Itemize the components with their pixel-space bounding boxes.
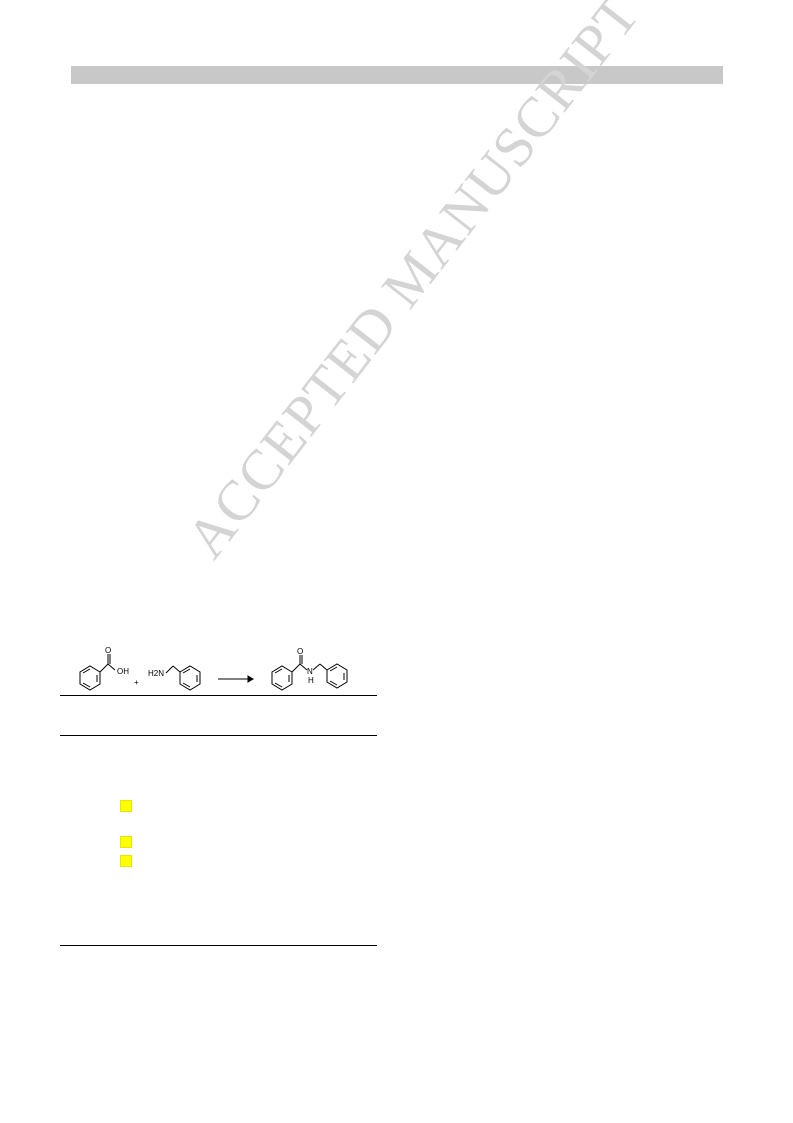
product-oxygen-label: O <box>297 647 303 656</box>
table-bottom-rule <box>60 945 377 946</box>
benzylamine-structure <box>165 665 201 691</box>
acid-oh-label: OH <box>117 667 129 676</box>
highlight-marker <box>120 855 132 867</box>
acid-oxygen-label: O <box>105 646 111 655</box>
product-n-label: N <box>307 667 313 676</box>
watermark: ACCEPTED MANUSCRIPT <box>174 0 653 570</box>
product-h-label: H <box>308 676 314 685</box>
table-top-rule <box>60 695 377 696</box>
benzoic-acid-structure <box>79 654 116 691</box>
plus-sign: + <box>134 678 139 687</box>
reaction-arrow <box>218 675 254 683</box>
product-structure <box>271 655 348 691</box>
reaction-scheme: O OH + H2N O N H <box>79 646 348 691</box>
amine-label: H2N <box>148 669 164 678</box>
table-header-rule <box>60 735 377 736</box>
highlight-marker <box>120 836 132 848</box>
highlight-marker <box>120 800 132 812</box>
header-bar <box>71 66 723 84</box>
